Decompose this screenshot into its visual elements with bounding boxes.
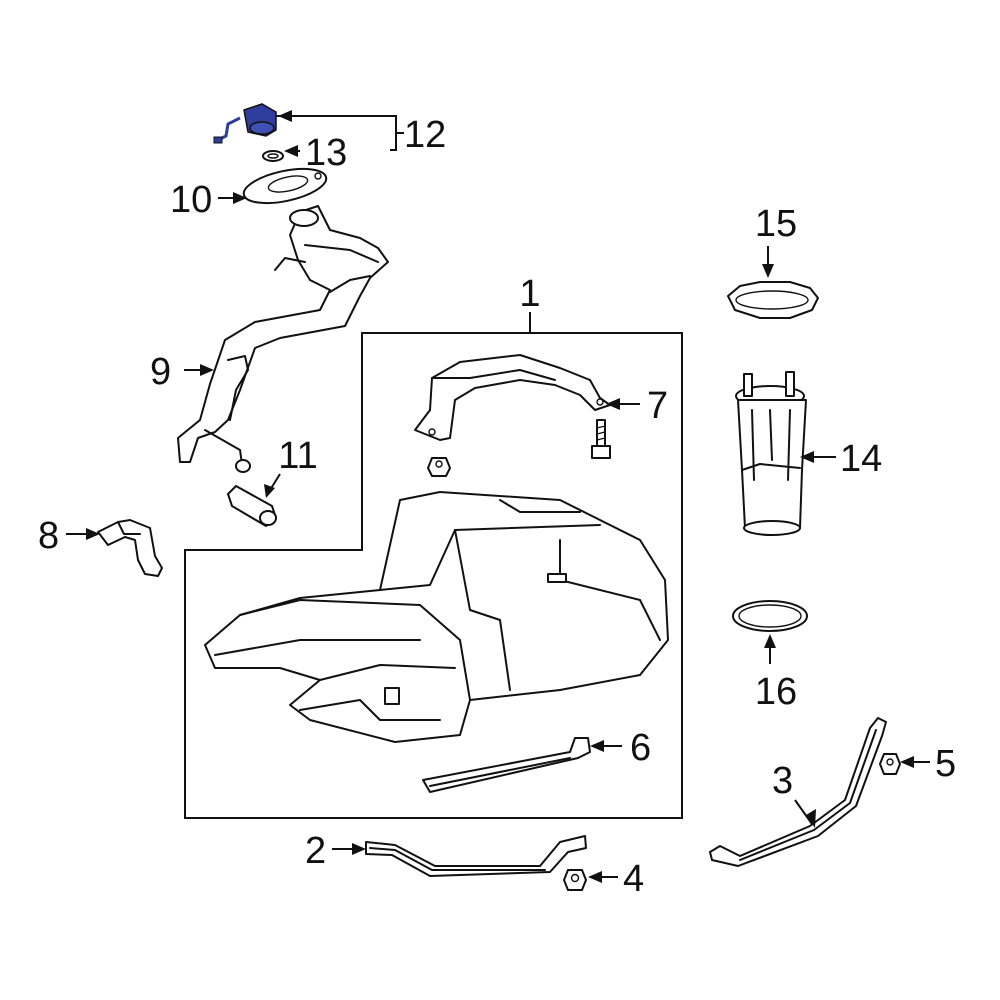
callout-3-arrow (806, 809, 816, 828)
strap-nut-4[interactable] (563, 869, 587, 891)
callout-6: 6 (630, 727, 651, 769)
fuel-filler-pipe[interactable] (177, 205, 389, 473)
fuel-pump-module[interactable] (735, 371, 807, 536)
strap-nut-5[interactable] (879, 753, 901, 775)
pump-gasket[interactable] (732, 600, 808, 632)
callout-13: 13 (305, 132, 347, 174)
tank-assembly-frame (184, 332, 683, 819)
filler-gasket[interactable] (241, 163, 329, 210)
callout-15-arrow (762, 264, 774, 278)
callout-5: 5 (935, 743, 956, 785)
callout-4-arrow (588, 871, 602, 883)
fuel-tank-pressure-sensor[interactable] (213, 103, 277, 144)
callout-7: 7 (647, 385, 668, 427)
callout-3-leader (794, 799, 813, 825)
callout-15: 15 (755, 203, 797, 245)
tank-strap-3[interactable] (709, 717, 887, 867)
callout-5-arrow (900, 756, 914, 768)
callout-13-arrow (284, 145, 298, 157)
callout-11: 11 (278, 435, 317, 477)
fuel-tank[interactable] (204, 491, 669, 743)
bracket-nut[interactable] (427, 457, 451, 477)
callout-7-arrow (606, 398, 620, 410)
callout-2-arrow (352, 843, 366, 855)
filler-pipe-bracket[interactable] (97, 519, 163, 577)
tank-strap-bracket[interactable] (414, 354, 611, 441)
callout-11-arrow (264, 484, 275, 498)
callout-12-arrow (278, 110, 292, 122)
callout-14-arrow (800, 451, 814, 463)
pump-lock-ring[interactable] (727, 281, 819, 319)
callout-10-arrow (233, 192, 247, 204)
callout-9: 9 (150, 351, 171, 393)
callout-9-arrow (200, 364, 214, 376)
callout-1: 1 (519, 273, 540, 315)
callout-8: 8 (38, 515, 59, 557)
tank-strap-6[interactable] (422, 737, 591, 793)
tank-strap-2[interactable] (365, 835, 587, 877)
callout-16: 16 (755, 671, 797, 713)
callout-2: 2 (305, 830, 326, 872)
callout-4: 4 (623, 858, 644, 900)
callout-10: 10 (170, 179, 212, 221)
callout-8-arrow (86, 528, 100, 540)
callout-12: 12 (404, 114, 446, 156)
callout-6-arrow (590, 740, 604, 752)
check-valve[interactable] (227, 485, 277, 527)
bracket-bolt[interactable] (591, 419, 611, 459)
callout-3: 3 (772, 760, 793, 802)
callout-16-arrow (764, 634, 776, 648)
sensor-o-ring[interactable] (262, 150, 284, 162)
callout-14: 14 (840, 438, 882, 480)
